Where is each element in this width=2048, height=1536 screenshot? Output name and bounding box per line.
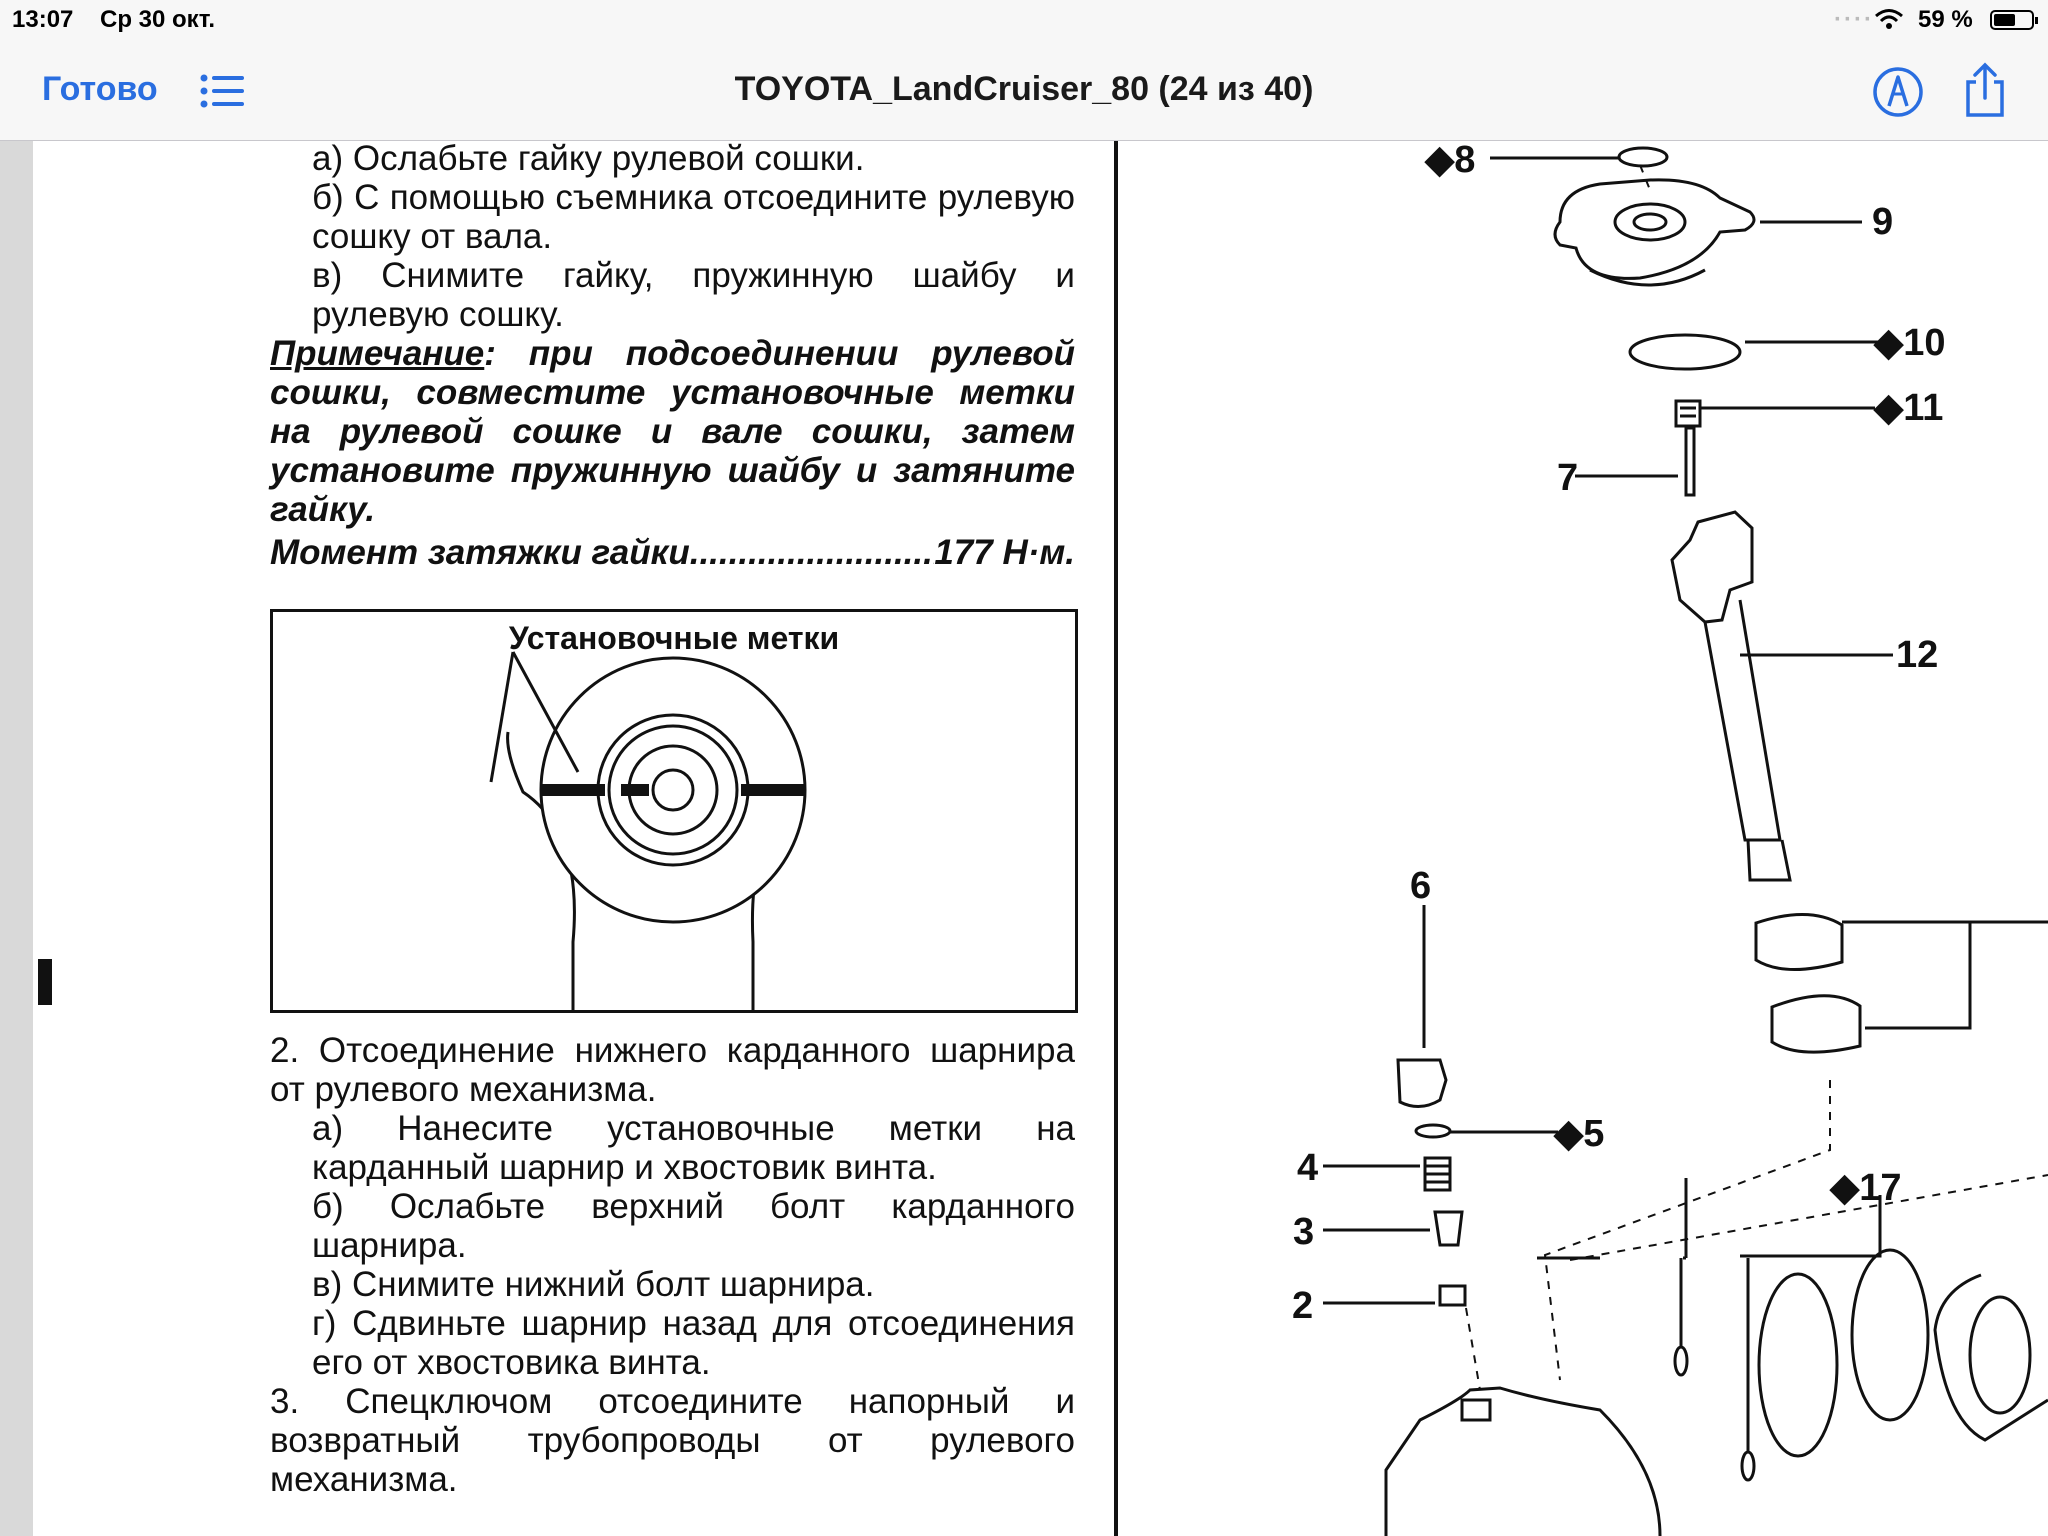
callout-11: ◆11 (1873, 387, 1943, 429)
torque-label: Момент затяжки гайки (270, 533, 690, 572)
markup-icon[interactable] (1872, 66, 1924, 118)
nav-bar: Готово TOYOTA_LandCruiser_80 (24 из 40) (0, 42, 2048, 141)
callout-7: 7 (1557, 457, 1578, 499)
status-date: Ср 30 окт. (100, 6, 216, 33)
step-item: в) Снимите гайку, пружинную шайбу и руле… (312, 256, 1075, 334)
pitman-arm-drawing (489, 651, 807, 1010)
callout-17: ◆17 (1829, 1167, 1902, 1209)
callout-10: ◆10 (1873, 322, 1946, 364)
done-button[interactable]: Готово (42, 70, 158, 108)
status-bar: 13:07 Ср 30 окт. ···· 59 % (0, 0, 2048, 42)
wifi-icon (1875, 9, 1903, 29)
steering-gear-diagram: ◆8 9 ◆10 ◆11 7 12 6 ◆5 4 3 2 ◆17 (1292, 141, 2048, 1536)
document-page[interactable]: а) Ослабьте гайку рулевой сошки. б) С по… (0, 141, 2048, 1536)
step-item: а) Нанесите установочные метки на кардан… (312, 1109, 1075, 1187)
callout-3: 3 (1293, 1211, 1314, 1253)
callout-2: 2 (1292, 1285, 1313, 1327)
share-icon[interactable] (1962, 62, 2008, 118)
callout-4: 4 (1297, 1147, 1318, 1189)
step-item: в) Снимите нижний болт шарнира. (312, 1265, 875, 1304)
note-paragraph: Примечание: при подсоединении рулевой со… (270, 334, 1075, 529)
callout-5: ◆5 (1553, 1113, 1604, 1155)
step-item: а) Ослабьте гайку рулевой сошки. (312, 141, 865, 178)
signal-dots-icon: ···· (1834, 6, 1874, 33)
section-heading: 2. Отсоединение нижнего карданного шарни… (270, 1031, 1075, 1109)
torque-dots: ................................... (689, 533, 935, 572)
callout-12: 12 (1896, 634, 1938, 676)
page-margin (0, 141, 33, 1536)
alignment-marks-figure: Установочные метки (270, 609, 1078, 1013)
figure-caption: Установочные метки (508, 620, 840, 656)
step-item: г) Сдвиньте шарнир назад для отсоединени… (312, 1304, 1075, 1382)
document-title: TOYOTA_LandCruiser_80 (24 из 40) (734, 70, 1314, 108)
step-item: б) Ослабьте верхний болт карданного шарн… (312, 1187, 1075, 1265)
callout-6: 6 (1410, 865, 1431, 907)
column-divider (1114, 141, 1118, 1536)
section-heading: 3. Спецключом отсоедините напорный и воз… (270, 1382, 1075, 1499)
note-label: Примечание (270, 334, 485, 373)
torque-line: Момент затяжки гайки ...................… (270, 533, 1075, 572)
status-time: 13:07 (12, 6, 74, 33)
step-item: б) С помощью съемника отсоедините рулеву… (312, 178, 1075, 256)
callout-9: 9 (1872, 201, 1893, 243)
battery-percent: 59 % (1918, 6, 1973, 33)
text-column-bottom: 2. Отсоединение нижнего карданного шарни… (270, 1031, 1075, 1499)
callout-8: ◆8 (1424, 141, 1475, 181)
torque-value: 177 Н·м. (934, 533, 1075, 572)
battery-icon (1990, 10, 2038, 30)
note-text: : при подсоединении рулевой сошки, совме… (270, 334, 1075, 529)
text-column-top: а) Ослабьте гайку рулевой сошки. б) С по… (270, 141, 1075, 572)
list-icon[interactable] (200, 74, 246, 108)
scan-artifact (38, 959, 52, 1005)
